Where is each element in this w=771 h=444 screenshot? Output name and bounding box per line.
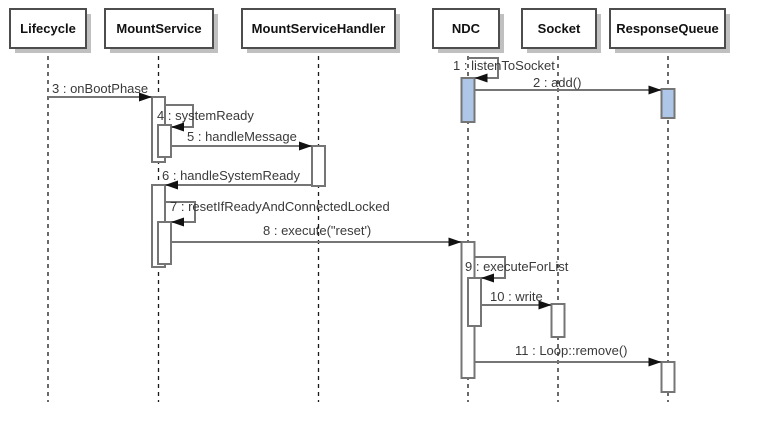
message-label-handle-message: 5 : handleMessage [187, 129, 297, 144]
message-arrowhead-execute-for-list [481, 273, 494, 283]
participant-box-response-queue [609, 8, 726, 49]
message-label-add: 2 : add() [533, 75, 581, 90]
activation-ndc-execute-for-list [467, 277, 482, 327]
message-label-loop-remove: 11 : Loop::remove() [515, 343, 627, 358]
activation-rq-remove [660, 361, 676, 393]
message-label-listen-to-socket: 1 : listenToSocket [453, 58, 555, 73]
message-arrowhead-execute-reset [448, 237, 462, 247]
message-label-handle-sys-ready: 6 : handleSystemReady [162, 168, 301, 183]
message-label-execute-reset: 8 : execute("reset') [263, 223, 371, 238]
message-arrowhead-loop-remove [648, 357, 662, 367]
participant-label-mount-service: MountService [116, 21, 201, 36]
message-arrowhead-handle-sys-ready [165, 180, 178, 190]
participant-box-lifecycle [9, 8, 87, 49]
activation-handler-handle-msg [311, 145, 326, 187]
participant-label-response-queue: ResponseQueue [616, 21, 719, 36]
message-arrowhead-on-boot-phase [139, 92, 152, 102]
participant-box-mount-service-handler [241, 8, 396, 49]
message-arrowhead-reset-if-ready [171, 217, 184, 227]
message-arrowhead-system-ready [171, 122, 184, 132]
message-label-write: 10 : write [490, 289, 543, 304]
participant-box-socket [521, 8, 597, 49]
participant-label-socket: Socket [538, 21, 581, 36]
participant-label-mount-service-handler: MountServiceHandler [252, 21, 386, 36]
activation-ndc-listen [460, 77, 476, 123]
message-label-execute-for-list: 9 : executeForList [465, 259, 569, 274]
activation-ms-system-ready [157, 124, 172, 158]
message-arrowhead-listen-to-socket [474, 73, 488, 83]
message-label-reset-if-ready: 7 : resetIfReadyAndConnectedLocked [170, 199, 390, 214]
activation-socket-write [550, 303, 566, 338]
message-arrowhead-handle-message [299, 141, 312, 151]
message-arrowhead-add [648, 85, 662, 95]
participant-label-ndc: NDC [452, 21, 481, 36]
participant-box-mount-service [104, 8, 214, 49]
message-label-system-ready: 4 : systemReady [157, 108, 254, 123]
activation-rq-add [660, 88, 676, 119]
participant-box-ndc [432, 8, 500, 49]
participant-label-lifecycle: Lifecycle [20, 21, 76, 36]
message-arrowhead-write [538, 300, 552, 310]
message-label-on-boot-phase: 3 : onBootPhase [52, 81, 148, 96]
activation-ms-reset-locked [157, 221, 172, 265]
